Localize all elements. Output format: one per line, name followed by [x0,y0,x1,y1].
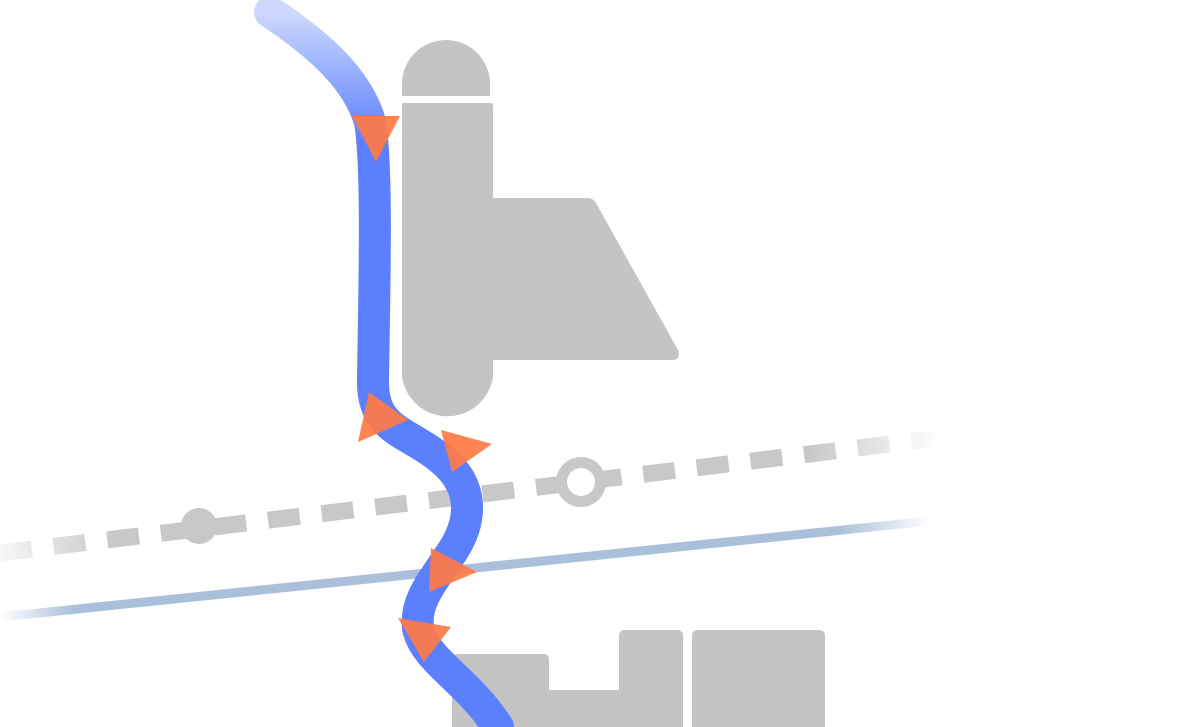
direction-arrow-icon [358,392,408,442]
direction-arrow-icon [441,430,492,472]
building-north [402,40,679,417]
building-south-right [692,630,825,727]
station-dot-icon[interactable] [181,508,217,544]
station-ring-icon[interactable] [556,457,606,507]
direction-arrow-icon [352,116,400,162]
direction-markers [352,116,492,662]
building-south-left [452,630,683,727]
direction-arrow-icon [398,618,451,662]
direction-arrow-icon [429,548,477,592]
